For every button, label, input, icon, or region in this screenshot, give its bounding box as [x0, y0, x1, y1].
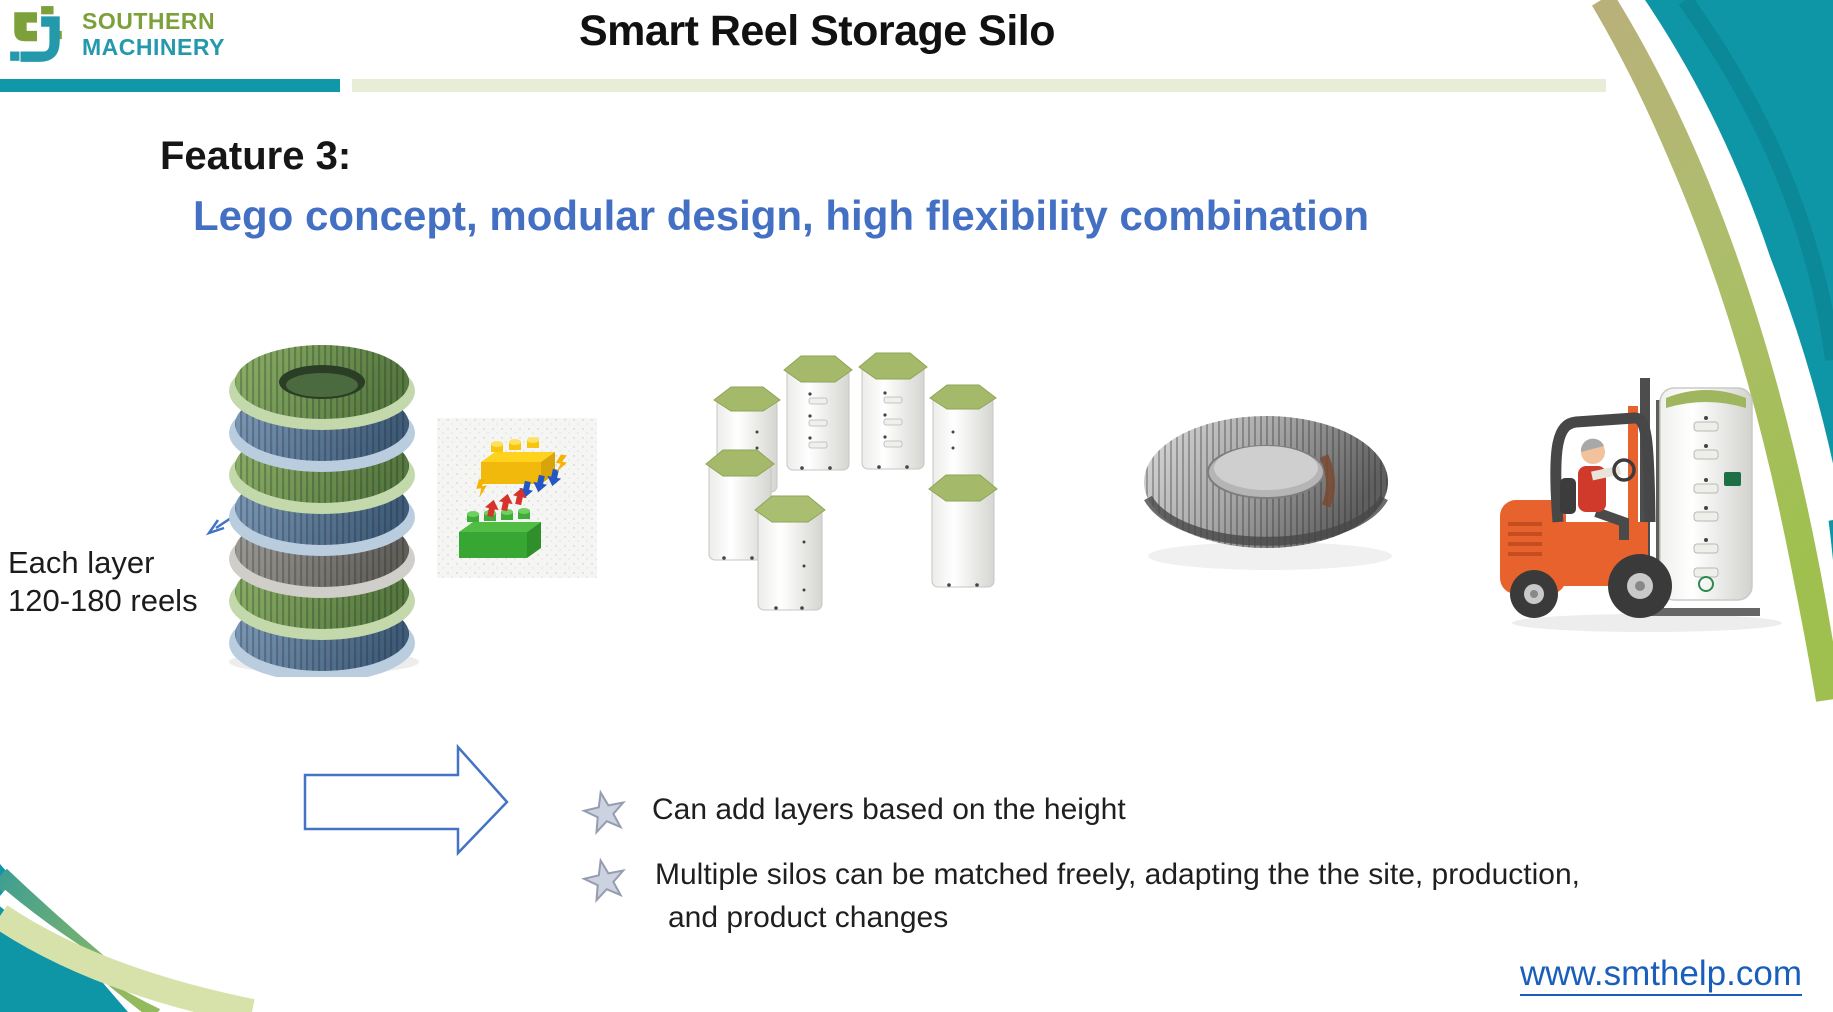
page-title: Smart Reel Storage Silo: [579, 7, 1056, 55]
forklift-moving-silo: [1500, 378, 1782, 632]
top-right-swoosh-decoration: [1568, 0, 1833, 747]
bullet-1-text: Can add layers based on the height: [652, 793, 1126, 826]
website-link[interactable]: www.smthelp.com: [1519, 954, 1802, 996]
company-logo: SOUTHERN MACHINERY: [6, 4, 336, 66]
header-divider-teal: [0, 79, 340, 92]
star-bullet-icon: [581, 857, 626, 903]
flow-arrow: [303, 743, 509, 857]
logo-monogram-icon: [10, 6, 62, 62]
feature-heading: Feature 3:: [160, 134, 352, 178]
star-bullet-icon: [581, 789, 626, 835]
bullet-2-text-line1: Multiple silos can be matched freely, ad…: [655, 858, 1580, 891]
stacked-reel-silo-layers: [229, 345, 419, 677]
each-layer-note: Each layer 120-180 reels: [8, 544, 198, 620]
brand-name: SOUTHERN MACHINERY: [82, 8, 225, 60]
each-layer-note-line2: 120-180 reels: [8, 583, 198, 618]
modular-silo-cluster: [705, 352, 998, 611]
bottom-left-swoosh-decoration: [0, 864, 255, 1012]
header-divider-pale: [352, 79, 1606, 92]
brand-line2: MACHINERY: [82, 34, 225, 60]
lego-bricks-concept: [437, 418, 597, 578]
single-reel-buffer-ring: [1144, 416, 1392, 570]
each-layer-note-line1: Each layer: [8, 545, 155, 580]
headline: Lego concept, modular design, high flexi…: [193, 192, 1370, 239]
brand-line1: SOUTHERN: [82, 8, 216, 34]
bullet-2-text-line2: and product changes: [668, 901, 949, 934]
